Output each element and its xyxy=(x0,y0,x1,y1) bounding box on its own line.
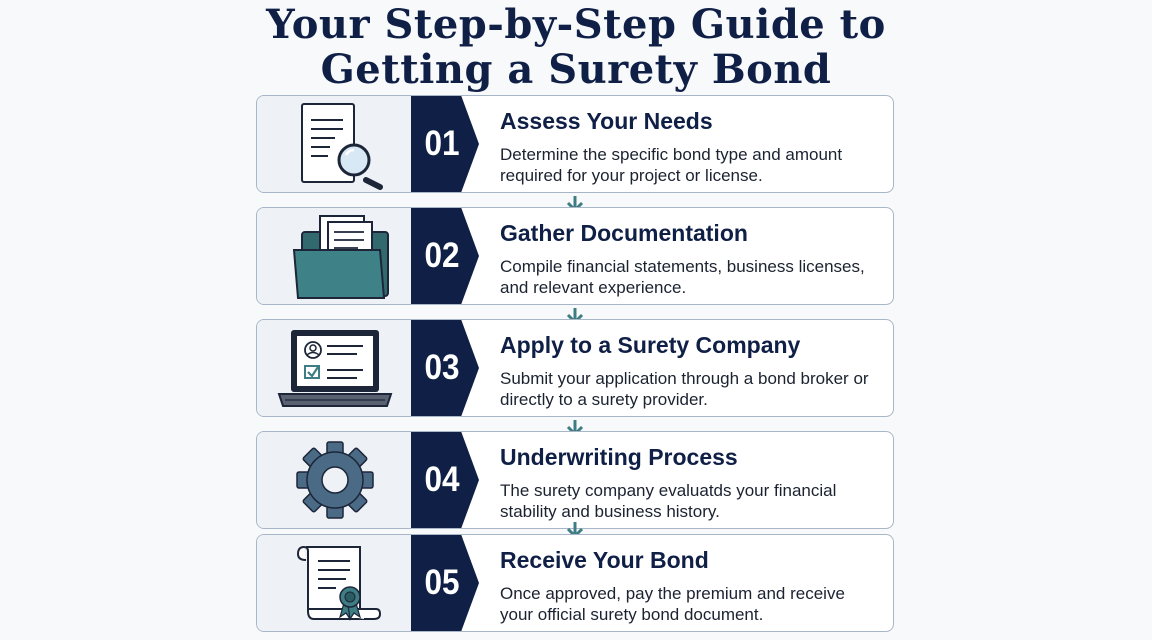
step-title: Apply to a Surety Company xyxy=(500,332,801,358)
icon-panel xyxy=(257,320,413,416)
step-card-1: 01 Assess Your Needs Determine the speci… xyxy=(256,95,894,193)
step-description: Once approved, pay the premium and recei… xyxy=(500,584,845,624)
icon-panel xyxy=(257,535,413,631)
step-number: 01 xyxy=(424,124,460,163)
step-number: 04 xyxy=(424,460,460,499)
step-title: Assess Your Needs xyxy=(500,108,713,134)
icon-panel xyxy=(257,432,413,528)
step-title: Gather Documentation xyxy=(500,220,748,246)
step-title: Underwriting Process xyxy=(500,444,738,470)
folder-icon xyxy=(292,215,389,299)
step-card-5: 05 Receive Your Bond Once approved, pay … xyxy=(256,534,894,632)
step-description: Determine the specific bond type and amo… xyxy=(500,145,843,185)
step-description: Compile financial statements, business l… xyxy=(500,257,865,297)
step-number: 03 xyxy=(424,348,460,387)
page-title: Your Step-by-Step Guide to Getting a Sur… xyxy=(0,2,1152,92)
document-search-icon xyxy=(301,103,383,190)
title-line-2: Getting a Surety Bond xyxy=(320,46,832,93)
certificate-scroll-icon xyxy=(296,546,382,621)
title-line-1: Your Step-by-Step Guide to xyxy=(266,1,886,48)
icon-panel xyxy=(257,208,413,304)
step-description: The surety company evaluatds your financ… xyxy=(500,481,837,521)
step-card-4: 04 Underwriting Process The surety compa… xyxy=(256,431,894,529)
gear-icon xyxy=(296,441,374,519)
step-card-2: 02 Gather Documentation Compile financia… xyxy=(256,207,894,305)
step-description: Submit your application through a bond b… xyxy=(500,369,869,409)
step-number: 05 xyxy=(424,563,460,602)
laptop-application-icon xyxy=(277,330,393,407)
step-card-3: 03 Apply to a Surety Company Submit your… xyxy=(256,319,894,417)
icon-panel xyxy=(257,96,413,192)
step-title: Receive Your Bond xyxy=(500,547,709,573)
step-number: 02 xyxy=(424,236,460,275)
